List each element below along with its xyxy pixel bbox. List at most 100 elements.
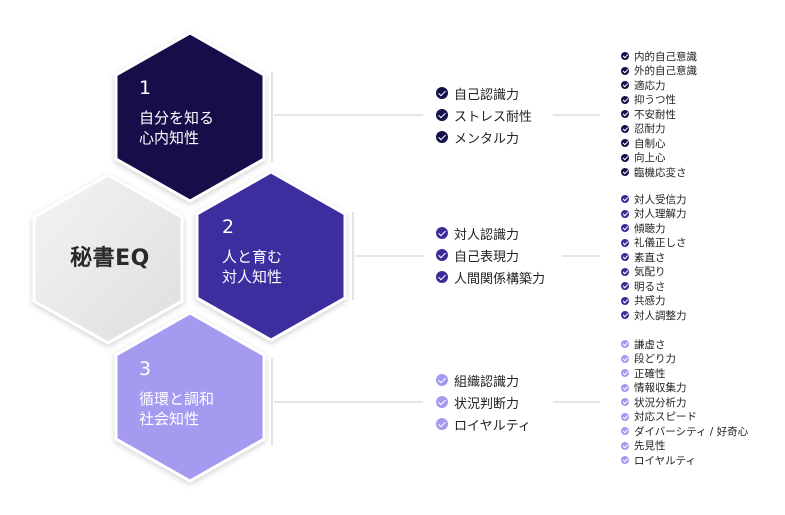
check-circle-icon	[621, 441, 629, 450]
check-circle-icon	[621, 267, 629, 276]
mid-item: ストレス耐性	[436, 104, 532, 126]
check-circle-icon	[621, 383, 629, 392]
detail-item: ロイヤルティ	[621, 453, 748, 468]
detail-item-label: 正確性	[634, 367, 666, 380]
center-label: 秘書EQ	[70, 246, 150, 271]
detail-item-label: ダイバーシティ / 好奇心	[634, 425, 749, 438]
detail-item: 内的自己意識	[621, 49, 697, 64]
section-2-mid-list: 対人認識力自己表現力人間関係構築力	[436, 222, 545, 288]
detail-item-label: 段どり力	[634, 353, 676, 366]
check-circle-icon	[621, 209, 629, 218]
check-circle-icon	[621, 139, 629, 148]
check-circle-icon	[621, 124, 629, 133]
detail-item-label: ロイヤルティ	[634, 454, 697, 467]
detail-item-label: 対人受信力	[634, 193, 687, 206]
center-hexagon	[32, 173, 184, 345]
detail-item-label: 対人理解力	[634, 208, 687, 221]
detail-item: 対人理解力	[621, 207, 687, 222]
detail-item-label: 対応スピード	[634, 411, 697, 424]
detail-item: 素直さ	[621, 250, 687, 265]
mid-item: ロイヤルティ	[436, 413, 531, 435]
section-3-title-line-2: 社会知性	[139, 409, 200, 428]
detail-item-label: 明るさ	[634, 280, 666, 293]
check-circle-icon	[436, 109, 448, 121]
detail-item-label: 自制心	[634, 137, 666, 150]
check-circle-icon	[621, 456, 629, 465]
detail-item: 不安耐性	[621, 107, 697, 122]
detail-item-label: 素直さ	[634, 251, 666, 264]
mid-item: 自己表現力	[436, 244, 545, 266]
detail-item-label: 外的自己意識	[634, 65, 697, 78]
check-circle-icon	[621, 354, 629, 363]
check-circle-icon	[621, 81, 629, 90]
detail-item: 段どり力	[621, 352, 748, 367]
mid-item: 自己認識力	[436, 82, 532, 104]
mid-item: 組織認識力	[436, 369, 531, 391]
hexagon-section-1	[114, 31, 266, 203]
check-circle-icon	[436, 249, 448, 261]
detail-item-label: 礼儀正しさ	[634, 237, 687, 250]
detail-item: 礼儀正しさ	[621, 236, 687, 251]
detail-item: 状況分析力	[621, 395, 748, 410]
mid-item-label: 状況判断力	[454, 396, 520, 412]
mid-item-label: ロイヤルティ	[454, 418, 531, 434]
detail-item: 気配り	[621, 265, 687, 280]
check-circle-icon	[621, 110, 629, 119]
detail-item: 対人受信力	[621, 192, 687, 207]
check-circle-icon	[621, 224, 629, 233]
detail-item: 適応力	[621, 78, 697, 93]
hexagon-section-2	[195, 170, 347, 342]
mid-item-label: ストレス耐性	[454, 109, 533, 125]
detail-item: 正確性	[621, 366, 748, 381]
detail-item-label: 先見性	[634, 440, 666, 453]
detail-item-label: 内的自己意識	[634, 50, 697, 63]
detail-item: 対人調整力	[621, 308, 687, 323]
check-circle-icon	[621, 340, 629, 349]
mid-item: 状況判断力	[436, 391, 531, 413]
section-1-number: 1	[139, 77, 152, 99]
mid-item-label: 組織認識力	[454, 374, 520, 390]
check-circle-icon	[621, 398, 629, 407]
detail-item: 謙虚さ	[621, 337, 748, 352]
detail-item-label: 傾聴力	[634, 222, 666, 235]
section-3-number: 3	[139, 358, 152, 380]
section-3-mid-list: 組織認識力状況判断力ロイヤルティ	[436, 369, 531, 435]
detail-item-label: 状況分析力	[634, 396, 687, 409]
check-circle-icon	[621, 52, 629, 61]
check-circle-icon	[436, 418, 448, 430]
check-circle-icon	[621, 412, 629, 421]
hexagon-section-3	[114, 311, 266, 483]
detail-item-label: 共感力	[634, 295, 666, 308]
detail-item-label: 適応力	[634, 79, 666, 92]
section-2-title-line-2: 対人知性	[222, 267, 283, 286]
detail-item: 情報収集力	[621, 381, 748, 396]
check-circle-icon	[621, 168, 629, 177]
detail-item-label: 対人調整力	[634, 309, 687, 322]
check-circle-icon	[621, 95, 629, 104]
check-circle-icon	[621, 369, 629, 378]
detail-item-label: 向上心	[634, 152, 666, 165]
check-circle-icon	[436, 227, 448, 239]
detail-item: 先見性	[621, 439, 748, 454]
check-circle-icon	[621, 195, 629, 204]
check-circle-icon	[436, 374, 448, 386]
check-circle-icon	[436, 396, 448, 408]
check-circle-icon	[436, 87, 448, 99]
check-circle-icon	[436, 131, 448, 143]
section-3-detail-list: 謙虚さ段どり力正確性情報収集力状況分析力対応スピードダイバーシティ / 好奇心先…	[621, 337, 748, 468]
detail-item-label: 不安耐性	[634, 108, 676, 121]
detail-item-label: 謙虚さ	[634, 338, 666, 351]
section-1-detail-list: 内的自己意識外的自己意識適応力抑うつ性不安耐性忍耐力自制心向上心臨機応変さ	[621, 49, 697, 180]
detail-item-label: 臨機応変さ	[634, 166, 687, 179]
detail-item: 傾聴力	[621, 221, 687, 236]
check-circle-icon	[621, 311, 629, 320]
detail-item-label: 気配り	[634, 266, 666, 279]
detail-item: 自制心	[621, 136, 697, 151]
detail-item: 共感力	[621, 294, 687, 309]
detail-item: 抑うつ性	[621, 93, 697, 108]
detail-item: 明るさ	[621, 279, 687, 294]
mid-item-label: 自己認識力	[454, 87, 520, 103]
check-circle-icon	[621, 282, 629, 291]
detail-item: ダイバーシティ / 好奇心	[621, 424, 748, 439]
